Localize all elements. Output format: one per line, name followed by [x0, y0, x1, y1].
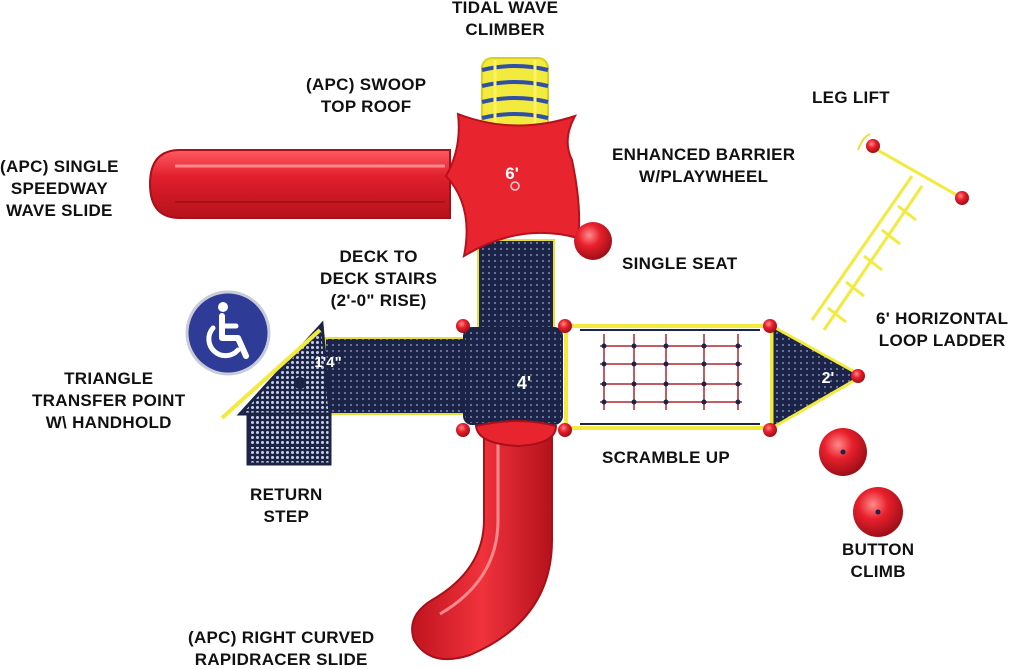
button-climb	[819, 428, 903, 537]
roof-deck-height: 6'	[505, 164, 519, 183]
triangle-transfer-point	[220, 320, 332, 420]
triangle-deck-height: 2'	[822, 370, 835, 387]
wheelchair-icon	[185, 290, 271, 376]
tidal-wave-climber	[481, 57, 549, 139]
label-scramble-up: SCRAMBLE UP	[602, 448, 730, 467]
main-deck	[463, 327, 563, 425]
leg-lift	[857, 133, 969, 205]
scramble-up	[564, 324, 774, 430]
right-curved-rapidracer-slide	[411, 420, 558, 661]
label-single-seat: SINGLE SEAT	[622, 254, 738, 273]
return-step	[246, 412, 332, 466]
post-caps	[456, 319, 865, 437]
swoop-top-roof	[444, 112, 581, 259]
transfer-point-height: 1'4"	[314, 354, 341, 371]
label-leg-lift: LEG LIFT	[812, 88, 890, 107]
main-deck-height: 4'	[517, 373, 531, 393]
transfer-walkway	[324, 337, 469, 415]
horizontal-loop-ladder	[810, 146, 963, 331]
single-seat	[574, 222, 612, 260]
single-speedway-wave-slide	[148, 149, 451, 219]
triangle-deck	[770, 323, 866, 431]
deck-to-deck-stairs	[477, 239, 555, 333]
